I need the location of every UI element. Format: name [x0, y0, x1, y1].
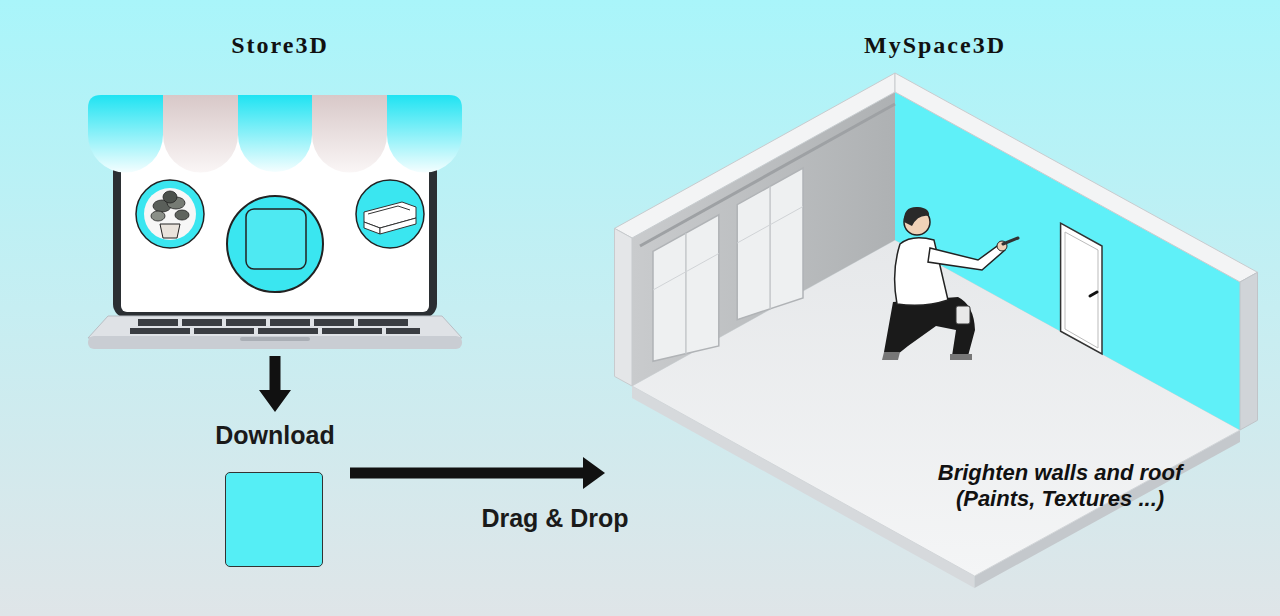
laptop-keys-part: [314, 319, 354, 326]
painter-figure: [882, 207, 1018, 360]
door-part: [1090, 292, 1097, 296]
awning-stripe: [163, 95, 238, 173]
paint-swatch-icon: [246, 209, 306, 269]
sofa-icon: [364, 202, 416, 234]
right-wall: [895, 92, 1240, 430]
laptop-base: [88, 336, 462, 349]
wall-end: [1240, 272, 1258, 430]
awning-stripe: [238, 95, 312, 172]
window: [737, 168, 803, 320]
painter-figure-part: [882, 352, 900, 360]
store-title: Store3D: [85, 30, 475, 60]
window: [653, 215, 719, 361]
room-title: MySpace3D: [605, 30, 1265, 60]
window-part: [685, 233, 687, 354]
laptop-keys-part: [182, 319, 222, 326]
door-part: [1061, 223, 1102, 354]
painter-figure-part: [956, 306, 970, 324]
sofa-icon-part: [368, 206, 410, 214]
laptop-keys-part: [138, 319, 178, 326]
wall-end: [615, 228, 633, 386]
laptop-store: [88, 95, 462, 349]
flow-arrow: [259, 356, 291, 412]
awning-stripe: [88, 95, 163, 173]
edge-label: Drag & Drop: [455, 503, 655, 533]
laptop-keys-part: [358, 319, 408, 326]
product-circle: [227, 196, 323, 292]
product-circle: [356, 180, 424, 248]
painter-figure-part: [904, 207, 929, 226]
product-circle: [136, 180, 204, 248]
awning-stripe: [312, 95, 387, 173]
download-label: Download: [200, 420, 350, 450]
awning-stripe: [387, 95, 462, 173]
laptop-keys-part: [194, 328, 254, 334]
room-box: MySpace3D Brighten walls and roof (Paints…: [605, 26, 1265, 578]
plant-icon: [144, 188, 196, 240]
window-part: [769, 186, 771, 309]
painter-figure-part: [950, 354, 972, 360]
sofa-icon-part: [364, 222, 380, 234]
laptop-keys-part: [386, 328, 420, 334]
laptop-notch: [240, 337, 310, 341]
laptop-keys-part: [270, 319, 310, 326]
plant-icon-part: [151, 211, 165, 221]
window-part: [653, 215, 719, 361]
flow-arrow: [350, 457, 605, 489]
left-wall: [632, 92, 895, 386]
laptop-keys-part: [258, 328, 318, 334]
sofa-icon-part: [380, 218, 416, 234]
laptop-keys: [130, 319, 420, 334]
store-laptop: Store3D: [85, 26, 475, 356]
painter-figure-part: [1003, 238, 1018, 244]
window-part: [653, 254, 719, 291]
plant-icon-part: [163, 191, 177, 203]
laptop-keys-part: [322, 328, 382, 334]
laptop-deck: [88, 316, 462, 338]
paint-swatch: [225, 472, 323, 567]
painter-figure-part: [895, 238, 948, 306]
door: [1061, 223, 1102, 354]
painter-figure-part: [884, 297, 975, 358]
download-box: Download: [200, 412, 350, 572]
laptop-keys-part: [130, 328, 190, 334]
plant-icon-part: [144, 188, 196, 240]
plant-icon-part: [160, 224, 180, 238]
room-note: Brighten walls and roof (Paints, Texture…: [910, 460, 1210, 512]
window-part: [737, 168, 803, 320]
painter-figure-part: [928, 244, 1005, 270]
door-part: [1065, 232, 1098, 348]
plant-icon-part: [175, 210, 189, 220]
laptop-keys-part: [226, 319, 266, 326]
window-part: [737, 207, 803, 244]
room-illustration: [615, 73, 1258, 588]
